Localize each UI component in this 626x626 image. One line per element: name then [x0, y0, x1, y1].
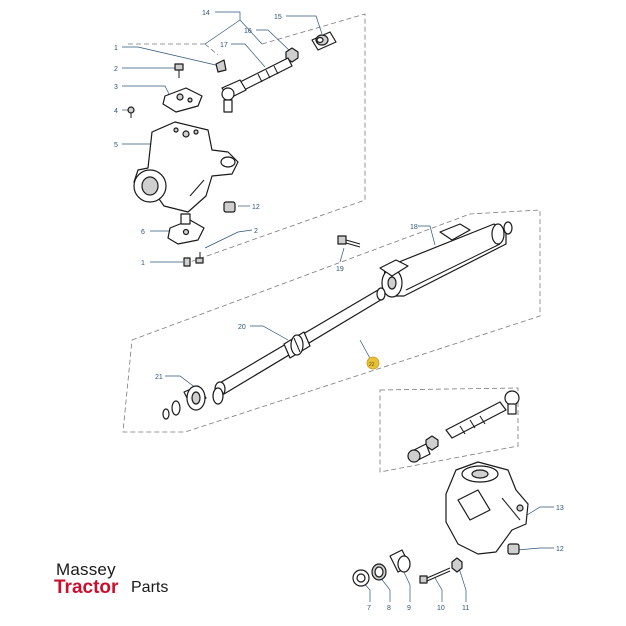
callout-10: 10: [437, 605, 445, 612]
part-19-bolt: [337, 235, 361, 248]
callout-1-lower: 1: [141, 260, 145, 267]
callout-15: 15: [274, 14, 282, 21]
callout-17: 17: [220, 42, 228, 49]
part-1-screw-upper: [215, 59, 227, 73]
logo-line-1: Massey: [56, 560, 116, 579]
callout-4: 4: [114, 108, 118, 115]
part-2-bolt-lower: [195, 252, 204, 264]
callout-18: 18: [410, 224, 418, 231]
callout-3: 3: [114, 84, 118, 91]
callout-22: 22: [369, 362, 375, 368]
callout-5: 5: [114, 142, 118, 149]
part-15-ball-joint: [311, 31, 337, 51]
leader-lines: [122, 11, 554, 602]
part-2-bolt-upper: [174, 63, 184, 78]
part-11-nut: [451, 557, 463, 573]
callout-20: 20: [238, 324, 246, 331]
part-12-nut-lower: [507, 543, 520, 555]
callout-1-upper: 1: [114, 45, 118, 52]
callout-13: 13: [556, 505, 564, 512]
part-1-screw-lower: [183, 257, 191, 267]
callout-2-lower: 2: [254, 228, 258, 235]
part-4-grease-nipple: [127, 106, 135, 118]
part-20-piston-rod: [214, 287, 386, 397]
logo-brand-rest: Parts: [131, 579, 169, 596]
part-21-bushing: [162, 385, 224, 420]
callout-21: 21: [155, 374, 163, 381]
part-22-highlight-marker: [366, 356, 380, 370]
group-outline-upper: [128, 13, 366, 263]
part-8-ring: [371, 563, 387, 581]
callout-12-upper: 12: [252, 204, 260, 211]
logo-brand-red: Tractor: [54, 577, 119, 598]
callout-2-upper: 2: [114, 66, 118, 73]
part-tie-rod-lower: [407, 390, 520, 463]
part-3-cap-plate: [162, 87, 203, 113]
part-18-steering-cylinder: [379, 221, 513, 298]
callout-8: 8: [387, 605, 391, 612]
part-6-lower-cap: [167, 213, 205, 245]
part-12-nut-upper: [223, 201, 236, 213]
callout-12-lower: 12: [556, 546, 564, 553]
part-16-nut: [285, 47, 299, 63]
part-17-tie-rod: [221, 57, 293, 113]
callout-9: 9: [407, 605, 411, 612]
group-outline-lower: [379, 387, 519, 473]
callout-labels: 14 15 16 17 1 2 3 4 5 12 6 2 1 18 19 20 …: [114, 10, 564, 612]
callout-7: 7: [367, 605, 371, 612]
part-5-steering-knuckle: [133, 121, 239, 213]
part-10-bolt: [419, 567, 451, 584]
callout-6: 6: [141, 229, 145, 236]
callout-16: 16: [244, 28, 252, 35]
callout-14: 14: [202, 10, 210, 17]
massey-tractor-parts-logo: Massey Tractor Parts: [54, 560, 204, 606]
part-9-bushing: [389, 549, 411, 573]
group-outline-middle: [122, 209, 541, 433]
part-7-seal: [352, 569, 370, 587]
callout-11: 11: [462, 605, 469, 612]
callout-19: 19: [336, 266, 344, 273]
part-13-knuckle-lower: [445, 461, 529, 555]
